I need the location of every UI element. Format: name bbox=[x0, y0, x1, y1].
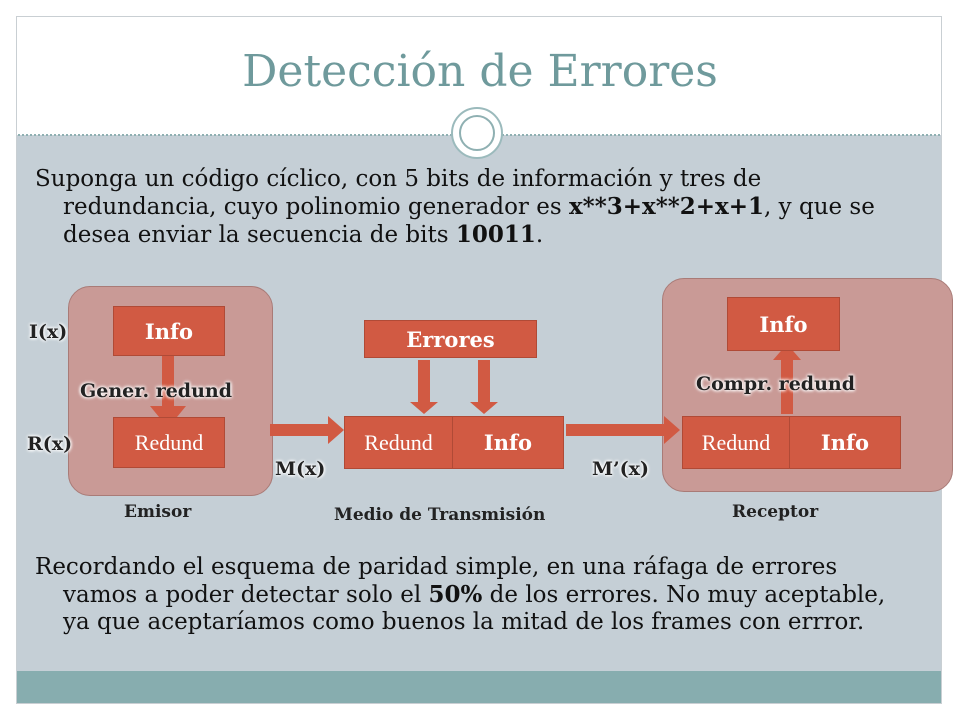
gener-redund-label: Gener. redund bbox=[80, 380, 233, 402]
ix-label: I(x) bbox=[29, 321, 68, 343]
arrow-medium-to-receiver bbox=[566, 416, 680, 444]
arrow-info-to-redund bbox=[150, 348, 186, 428]
arrow-emitter-to-medium bbox=[270, 416, 344, 444]
intro-paragraph: Suponga un código cíclico, con 5 bits de… bbox=[35, 166, 925, 249]
medium-caption: Medio de Transmisión bbox=[334, 505, 546, 525]
conclusion-line-2: vamos a poder detectar solo el 50% de lo… bbox=[63, 581, 886, 608]
conclusion-paragraph: Recordando el esquema de paridad simple,… bbox=[35, 554, 925, 636]
intro-line-1: Suponga un código cíclico, con 5 bits de… bbox=[35, 166, 762, 192]
mx-label: M(x) bbox=[275, 458, 326, 480]
emitter-info-box: Info bbox=[113, 306, 225, 356]
medium-info-box: Info bbox=[452, 416, 564, 469]
bit-sequence: 10011 bbox=[455, 221, 536, 248]
arrow-errores-to-info bbox=[470, 360, 498, 414]
decorative-circle-icon bbox=[451, 107, 503, 159]
arrow-redund-to-info bbox=[773, 344, 801, 414]
medium-redund-box: Redund bbox=[344, 416, 453, 469]
conclusion-line-1: Recordando el esquema de paridad simple,… bbox=[35, 554, 838, 580]
intro-line-3: desea enviar la secuencia de bits 10011. bbox=[63, 221, 544, 248]
conclusion-line-3: ya que aceptaríamos como buenos la mitad… bbox=[63, 609, 865, 635]
emitter-caption: Emisor bbox=[124, 502, 192, 522]
receiver-info2-box: Info bbox=[789, 416, 901, 469]
mpx-label: M’(x) bbox=[592, 458, 649, 480]
compr-redund-label: Compr. redund bbox=[696, 373, 855, 395]
bottom-bar bbox=[17, 671, 941, 703]
rx-label: R(x) bbox=[27, 433, 73, 455]
generator-polynomial: x**3+x**2+x+1 bbox=[568, 193, 765, 220]
emitter-redund-box: Redund bbox=[113, 417, 225, 468]
detection-percent: 50% bbox=[428, 581, 483, 608]
arrow-errores-to-redund bbox=[410, 360, 438, 414]
intro-line-2: redundancia, cuyo polinomio generador es… bbox=[63, 193, 875, 220]
receiver-info-box: Info bbox=[727, 297, 840, 351]
receiver-caption: Receptor bbox=[732, 502, 819, 522]
errores-box: Errores bbox=[364, 320, 537, 358]
receiver-redund-box: Redund bbox=[682, 416, 790, 469]
slide-title: Detección de Errores bbox=[242, 46, 718, 97]
